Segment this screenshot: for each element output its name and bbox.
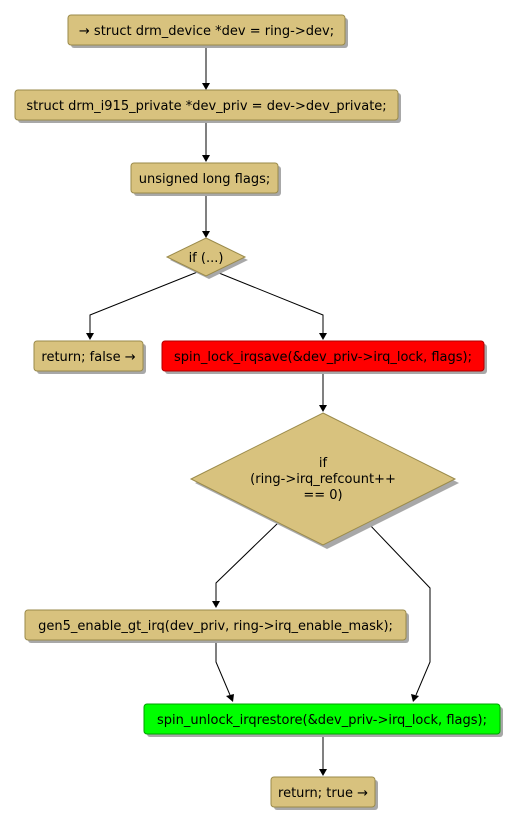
node-box bbox=[270, 776, 376, 808]
node-label-line-3: == 0) bbox=[303, 488, 342, 503]
edge-if-refcount-to-enable bbox=[215, 522, 279, 601]
node-box bbox=[67, 14, 346, 46]
node-box bbox=[14, 89, 399, 121]
node-return-true: return; true → bbox=[270, 776, 378, 810]
node-flags-decl: unsigned long flags; bbox=[130, 162, 281, 196]
node-label: spin_lock_irqsave(&dev_priv->irq_lock, f… bbox=[174, 350, 472, 365]
edge-if-to-return-false bbox=[89, 270, 201, 333]
node-diamond bbox=[189, 412, 457, 546]
arrowhead bbox=[202, 231, 210, 238]
node-label: return; true → bbox=[278, 786, 368, 801]
node-box bbox=[24, 609, 407, 641]
node-diamond bbox=[165, 237, 247, 277]
node-dev-assign: → struct drm_device *dev = ring->dev; bbox=[67, 14, 348, 48]
node-label-line-1: if bbox=[319, 456, 328, 471]
arrowhead bbox=[226, 694, 234, 702]
node-if-dots: if (...) bbox=[165, 237, 248, 279]
node-spin-lock: spin_lock_irqsave(&dev_priv->irq_lock, f… bbox=[161, 340, 487, 374]
node-dev-priv-assign: struct drm_i915_private *dev_priv = dev-… bbox=[14, 89, 401, 123]
arrowhead bbox=[319, 333, 327, 340]
arrowhead bbox=[212, 601, 220, 608]
arrowhead bbox=[319, 769, 327, 776]
node-label: return; false → bbox=[41, 350, 135, 365]
node-return-false: return; false → bbox=[33, 340, 146, 374]
node-label: gen5_enable_gt_irq(dev_priv, ring->irq_e… bbox=[38, 619, 393, 634]
node-label: if (...) bbox=[189, 251, 224, 266]
arrowhead bbox=[202, 155, 210, 162]
edge-if-refcount-to-unlock bbox=[367, 522, 431, 696]
arrowhead bbox=[319, 405, 327, 412]
node-label: → struct drm_device *dev = ring->dev; bbox=[79, 24, 334, 39]
node-box bbox=[130, 162, 279, 194]
node-label: struct drm_i915_private *dev_priv = dev-… bbox=[26, 99, 386, 114]
node-spin-unlock: spin_unlock_irqrestore(&dev_priv->irq_lo… bbox=[143, 703, 503, 737]
arrowhead bbox=[202, 83, 210, 90]
node-if-refcount: if (ring->irq_refcount++ == 0) bbox=[189, 412, 459, 549]
node-box bbox=[161, 340, 485, 372]
node-enable-irq: gen5_enable_gt_irq(dev_priv, ring->irq_e… bbox=[24, 609, 409, 643]
arrowhead bbox=[411, 694, 419, 702]
edge-if-to-spinlock bbox=[213, 270, 324, 333]
edges bbox=[86, 46, 431, 776]
node-box bbox=[33, 340, 144, 372]
node-label: unsigned long flags; bbox=[139, 172, 271, 187]
node-box bbox=[143, 703, 501, 735]
edge-enable-to-unlock bbox=[215, 640, 231, 696]
node-label: spin_unlock_irqrestore(&dev_priv->irq_lo… bbox=[157, 713, 487, 728]
arrowhead bbox=[86, 333, 94, 340]
node-label-line-2: (ring->irq_refcount++ bbox=[250, 472, 396, 487]
